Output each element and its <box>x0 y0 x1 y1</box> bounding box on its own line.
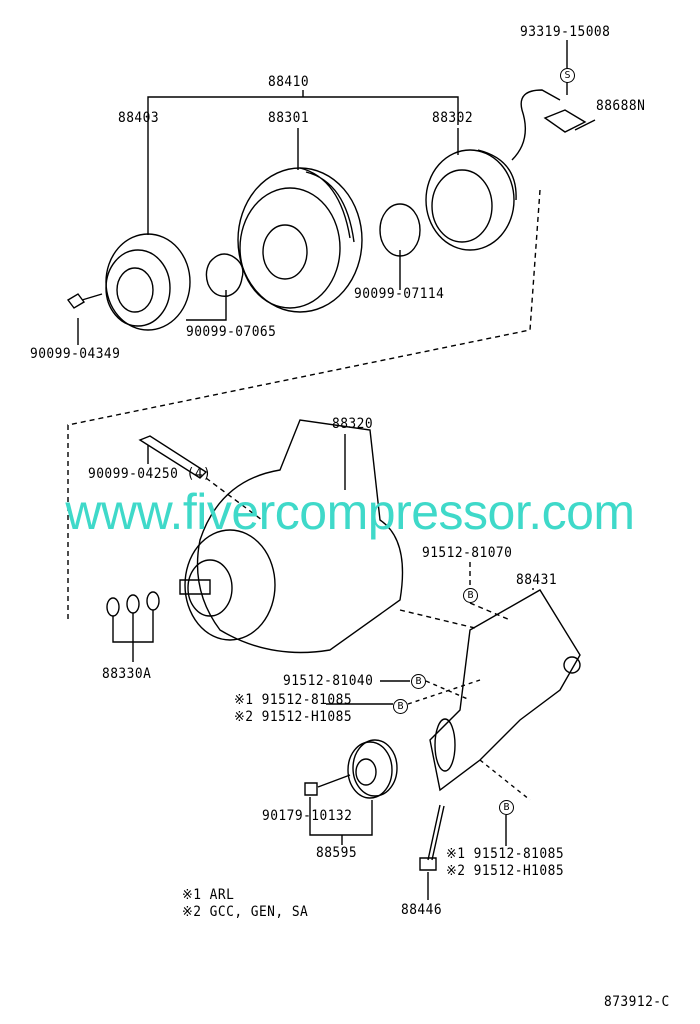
bracket <box>429 588 581 792</box>
marker-b: B <box>463 588 478 603</box>
part-label: 93319-15008 <box>520 24 611 40</box>
field-coil <box>425 89 587 251</box>
part-label: 90099-07065 <box>186 324 277 340</box>
marker-b: B <box>393 699 408 714</box>
part-label: 88302 <box>432 110 474 126</box>
figure-id: 873912-C <box>604 994 670 1010</box>
part-label: 88431 <box>516 572 558 588</box>
part-label: 91512-81040 <box>283 673 374 689</box>
part-label: 90179-10132 <box>262 808 353 824</box>
part-label: 88446 <box>401 902 443 918</box>
marker-b: B <box>411 674 426 689</box>
part-label: 88595 <box>316 845 358 861</box>
clutch-hub <box>105 233 191 331</box>
note-2: ※2 GCC, GEN, SA <box>182 904 309 920</box>
part-label: ※2 91512-H1085 <box>446 863 565 879</box>
part-label: ※1 91512-81085 <box>234 692 353 708</box>
marker-s: S <box>560 68 575 83</box>
part-label: 90099-07114 <box>354 286 445 302</box>
marker-b: B <box>499 800 514 815</box>
part-label: ※2 91512-H1085 <box>234 709 353 725</box>
part-label: 88320 <box>332 416 374 432</box>
part-label: 88688N <box>596 98 646 114</box>
part-label: 88301 <box>268 110 310 126</box>
part-label: 91512-81070 <box>422 545 513 561</box>
part-label: 88330A <box>102 666 152 682</box>
pulley <box>237 167 363 313</box>
watermark: www.fivercompressor.com <box>65 484 635 540</box>
part-label: 88403 <box>118 110 160 126</box>
part-label: 90099-04349 <box>30 346 121 362</box>
note-1: ※1 ARL <box>182 887 235 903</box>
part-label: 90099-04250 (4) <box>88 466 212 482</box>
part-label: 88410 <box>268 74 310 90</box>
part-label: ※1 91512-81085 <box>446 846 565 862</box>
compressor <box>179 419 404 654</box>
